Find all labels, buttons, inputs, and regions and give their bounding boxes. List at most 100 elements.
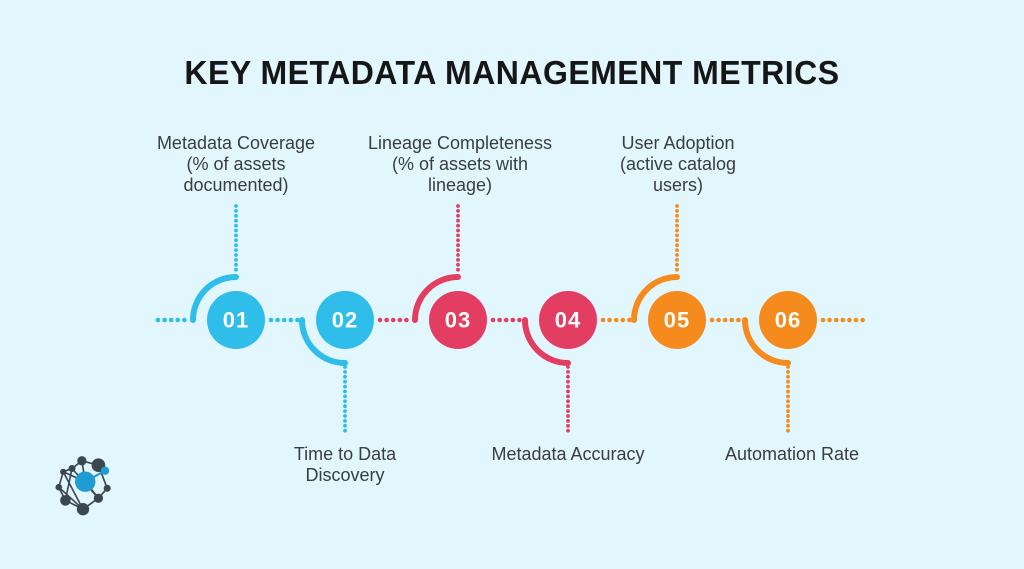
dotted-line-v [456, 204, 460, 208]
dotted-line-v [343, 414, 347, 418]
dotted-line-v [234, 267, 238, 272]
dotted-line-v [675, 267, 679, 272]
dotted-line-v [675, 243, 679, 248]
dotted-line-v [786, 389, 790, 394]
dotted-line-h [620, 317, 626, 323]
dotted-line-v [566, 399, 570, 404]
step-circle [316, 291, 374, 349]
dotted-line-v [234, 213, 238, 218]
dotted-line-h [722, 317, 728, 323]
dotted-line-v [566, 419, 570, 423]
connector-arc [190, 274, 239, 323]
step-number: 02 [332, 308, 358, 333]
dotted-line-v [343, 379, 347, 384]
dotted-line-h [600, 317, 606, 323]
dotted-line-v [786, 374, 790, 379]
metric-label-metadata-accuracy: Metadata Accuracy [491, 444, 645, 464]
dotted-line-v [456, 248, 460, 253]
dotted-line-v [566, 394, 570, 399]
dotted-line-v [566, 423, 570, 428]
dotted-line-h [716, 317, 721, 323]
dotted-line-h [503, 317, 509, 323]
dotted-line-h [281, 317, 287, 323]
dotted-line-v [343, 389, 347, 394]
dotted-line-v [786, 365, 790, 369]
dotted-line-v [343, 404, 347, 409]
dotted-line-v [786, 370, 790, 374]
dotted-line-v [786, 414, 790, 418]
dotted-line-v [786, 409, 790, 413]
dotted-line-v [786, 399, 790, 404]
dotted-line-v [786, 394, 790, 399]
dotted-line-v [234, 258, 238, 262]
dotted-line-v [675, 213, 679, 218]
dotted-line-v [343, 428, 347, 433]
step-circle [207, 291, 265, 349]
dotted-line-v [343, 394, 347, 399]
dotted-line-v [675, 204, 679, 208]
dotted-line-h [736, 317, 741, 323]
dotted-line-v [234, 228, 238, 233]
dotted-line-h [390, 317, 396, 323]
dotted-line-h [168, 317, 174, 323]
dotted-line-v [675, 258, 679, 262]
dotted-line-h [517, 317, 522, 323]
dotted-line-h [268, 317, 274, 323]
dotted-line-v [234, 262, 238, 267]
dotted-line-h [397, 317, 403, 323]
dotted-line-v [234, 253, 238, 257]
dotted-line-h [827, 317, 832, 323]
dotted-line-h [497, 317, 502, 323]
dotted-line-h [162, 317, 167, 323]
dotted-line-v [343, 399, 347, 404]
dotted-line-v [786, 419, 790, 423]
dotted-line-h [613, 317, 619, 323]
step-number: 05 [664, 308, 690, 333]
dotted-line-h [404, 317, 409, 323]
dotted-line-v [675, 228, 679, 233]
dotted-line-v [343, 370, 347, 374]
step-circle [648, 291, 706, 349]
metric-label-lineage-completeness: Lineage Completeness (% of assets with l… [367, 132, 553, 195]
dotted-line-v [786, 428, 790, 433]
dotted-line-v [343, 365, 347, 369]
dotted-line-h [510, 317, 516, 323]
step-number: 01 [223, 308, 249, 333]
dotted-line-h [860, 317, 865, 323]
dotted-line-v [343, 419, 347, 423]
dotted-line-v [456, 228, 460, 233]
dotted-line-v [343, 423, 347, 428]
dotted-line-v [456, 209, 460, 213]
dotted-line-v [234, 238, 238, 243]
dotted-line-h [840, 317, 846, 323]
dotted-line-h [182, 317, 187, 323]
dotted-line-v [675, 233, 679, 238]
dotted-line-v [566, 379, 570, 384]
dotted-line-v [675, 253, 679, 257]
dotted-line-v [456, 258, 460, 262]
network-logo-icon [55, 456, 111, 516]
metric-label-user-adoption: User Adoption (active catalog users) [619, 132, 737, 195]
dotted-line-v [675, 262, 679, 267]
step-circle [759, 291, 817, 349]
connector-arc [742, 317, 791, 366]
dotted-line-h [175, 317, 181, 323]
dotted-line-v [566, 365, 570, 369]
step-number: 04 [555, 308, 581, 333]
dotted-line-h [820, 317, 826, 323]
dotted-line-h [709, 317, 715, 323]
dotted-line-v [234, 223, 238, 228]
dotted-line-v [456, 223, 460, 228]
dotted-line-v [343, 384, 347, 389]
dotted-line-v [786, 404, 790, 409]
dotted-line-h [607, 317, 612, 323]
page-title: KEY METADATA MANAGEMENT METRICS [184, 54, 840, 91]
dotted-line-v [234, 218, 238, 223]
dotted-line-h [155, 317, 161, 323]
dotted-line-v [566, 409, 570, 413]
dotted-line-v [456, 238, 460, 243]
dotted-line-v [234, 204, 238, 208]
dotted-line-h [295, 317, 300, 323]
